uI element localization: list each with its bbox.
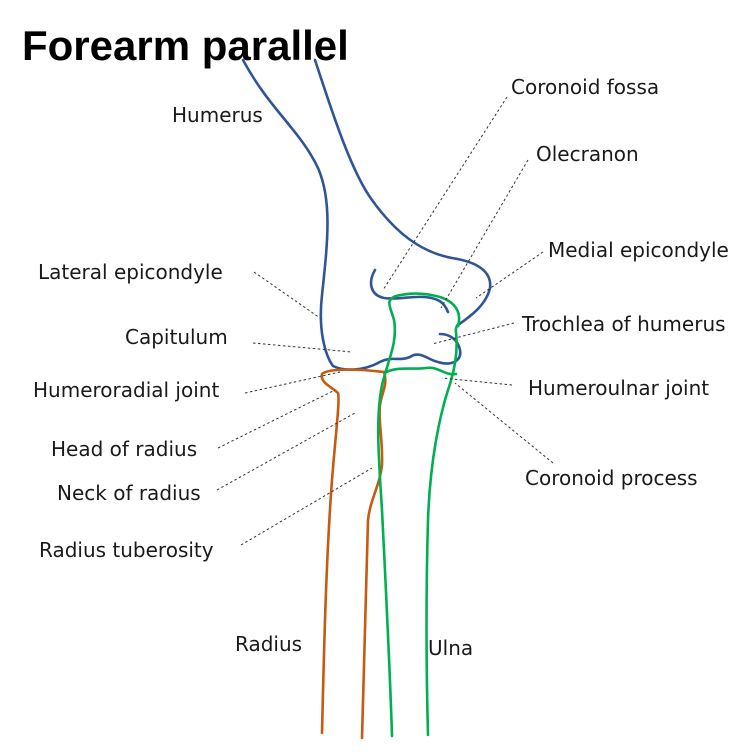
label-neck-of-radius: Neck of radius bbox=[57, 481, 201, 505]
humerus-lateral-border bbox=[241, 58, 380, 371]
label-capitulum: Capitulum bbox=[125, 325, 228, 349]
label-lateral-epicondyle: Lateral epicondyle bbox=[38, 260, 223, 284]
leader-medial-epicondyle bbox=[475, 251, 544, 299]
ulna-trochlear-notch bbox=[384, 366, 458, 376]
leader-coronoid-process bbox=[454, 382, 554, 464]
humerus-outline bbox=[241, 58, 492, 371]
leader-humeroradial-joint bbox=[244, 371, 341, 394]
leader-head-of-radius bbox=[217, 389, 336, 449]
diagram-title: Forearm parallel bbox=[22, 22, 349, 69]
label-coronoid-fossa: Coronoid fossa bbox=[511, 75, 659, 99]
label-humeroradial-joint: Humeroradial joint bbox=[33, 378, 219, 402]
ulna-outline bbox=[376, 292, 461, 738]
leader-humeroulnar-joint bbox=[441, 377, 513, 386]
label-ulna: Ulna bbox=[428, 636, 473, 660]
label-humerus: Humerus bbox=[172, 103, 263, 127]
humerus-coronoid-fossa bbox=[369, 268, 450, 314]
leader-lateral-epicondyle bbox=[253, 271, 321, 319]
radius-medial-border bbox=[360, 370, 387, 740]
leader-neck-of-radius bbox=[216, 412, 356, 491]
ulna-lateral-border bbox=[376, 292, 461, 738]
leader-trochlea bbox=[431, 322, 515, 345]
label-trochlea-of-humerus: Trochlea of humerus bbox=[521, 312, 726, 336]
label-coronoid-process: Coronoid process bbox=[525, 466, 698, 490]
label-head-of-radius: Head of radius bbox=[51, 437, 197, 461]
leader-olecranon bbox=[440, 159, 529, 309]
label-medial-epicondyle: Medial epicondyle bbox=[548, 238, 729, 262]
ulna-medial-border bbox=[425, 323, 460, 737]
label-humeroulnar-joint: Humeroulnar joint bbox=[528, 376, 709, 400]
leader-lines bbox=[216, 96, 554, 546]
labels: Humerus Coronoid fossa Olecranon Medial … bbox=[33, 75, 729, 660]
humerus-medial-border bbox=[313, 58, 492, 327]
radius-outline bbox=[320, 368, 387, 740]
label-olecranon: Olecranon bbox=[536, 142, 639, 166]
label-radius-tuberosity: Radius tuberosity bbox=[39, 538, 214, 562]
leader-coronoid-fossa bbox=[382, 96, 508, 291]
label-radius: Radius bbox=[235, 632, 302, 656]
leader-capitulum bbox=[252, 342, 353, 353]
radius-lateral-border bbox=[320, 368, 386, 735]
leader-radius-tuberosity bbox=[240, 467, 373, 546]
